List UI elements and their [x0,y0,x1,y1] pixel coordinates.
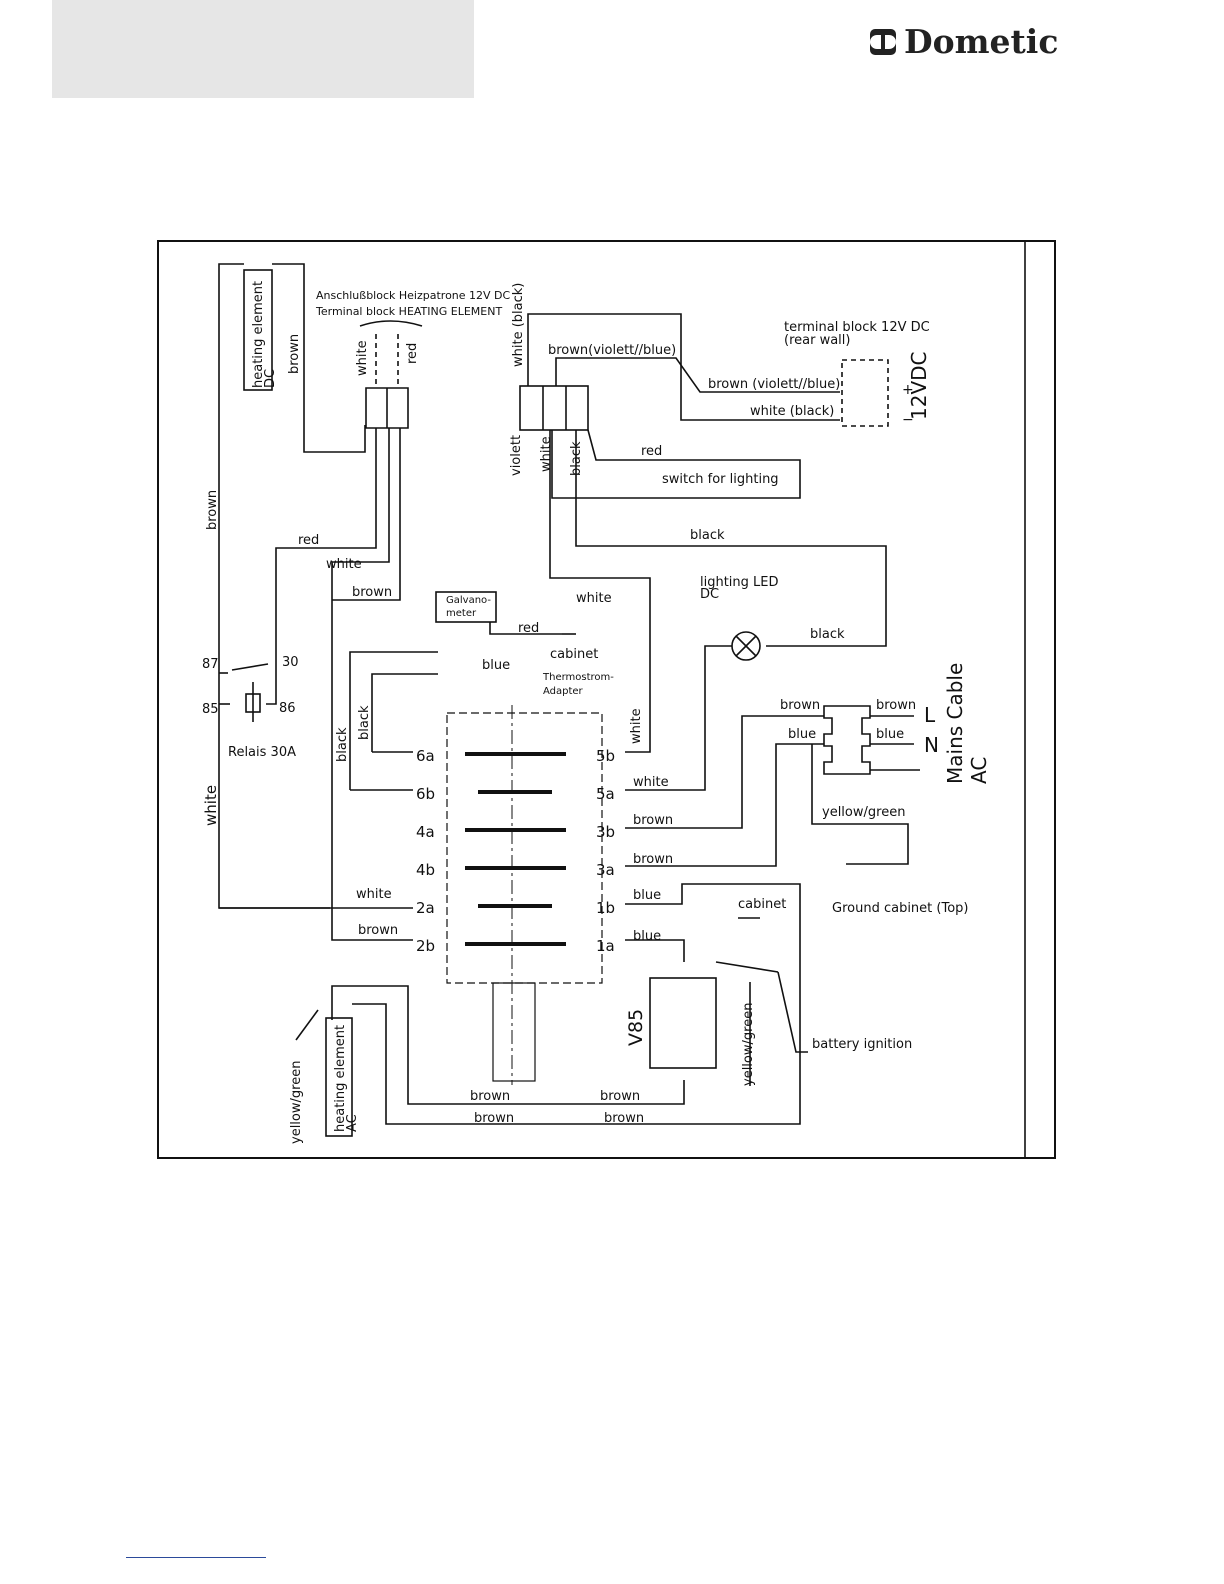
wire-label-brown-mains-in: brown [780,698,820,713]
relay-pin-85: 85 [202,702,219,717]
pin-4b: 4b [416,861,435,879]
pin-2a: 2a [416,899,435,917]
wire-label-brown-bottom-3: brown [474,1111,514,1126]
relay-pin-86: 86 [279,701,296,716]
wire-label-red-switch: red [641,444,662,459]
wire-label-black-6a: black [357,705,372,740]
terminal-12v-label: terminal block 12V DC [784,320,930,335]
terminal-block-title-de: Anschlußblock Heizpatrone 12V DC [316,289,511,302]
cabinet-label-2: cabinet [738,897,786,912]
wire-label-yellow-green-v85: yellow/green [741,1003,756,1086]
wire-label-yellow-green-mains: yellow/green [822,805,905,820]
wire-label-black-6b: black [335,727,350,762]
wire-label-brown-violett-blue: brown(violett//blue) [548,343,676,358]
terminal-12v-sublabel: (rear wall) [784,333,850,348]
cabinet-label-1: cabinet [550,647,598,662]
heating-dc-sublabel: DC [263,369,278,388]
brand-name: Dometic [904,22,1059,61]
wire-label-red-galvano: red [518,621,539,636]
neutral-label: N [924,733,939,757]
galvanometer-sublabel: meter [446,608,477,619]
wire-label-white-black: white (black) [511,283,526,367]
header-placeholder [52,0,474,98]
minus-sign: − [902,412,914,428]
lighting-led-sublabel: DC [700,587,719,602]
wire-label-blue-mains-out: blue [876,727,904,742]
wire-label-white-5a: white [633,775,669,790]
relay-pin-30: 30 [282,655,299,670]
relay-label: Relais 30A [228,745,296,760]
pin-6a: 6a [416,747,435,765]
wire-label-brown-mains-out: brown [876,698,916,713]
wire-label-blue-1a: blue [633,929,661,944]
brand: Dometic [870,22,1058,62]
battery-ignition-label: battery ignition [812,1037,912,1052]
wire-label-brown-bottom-4: brown [604,1111,644,1126]
wire-label-white-center: white [576,591,612,606]
thermo-adapter-sublabel: Adapter [543,686,584,697]
pin-4a: 4a [416,823,435,841]
heating-dc-label: heating element [251,281,266,388]
wire-label-white-block: white [539,436,554,472]
wire-label-blue-thermo: blue [482,658,510,673]
dometic-logo-icon [870,29,896,55]
v85-label: V85 [625,1009,647,1046]
pin-1b: 1b [596,899,615,917]
wire-label-violett: violett [509,435,524,476]
wire-label-black-led: black [810,627,845,642]
wire-label-brown-dc: brown [287,334,302,374]
wire-label-white-top: white [355,340,370,376]
pin-6b: 6b [416,785,435,803]
wire-label-brown-3b: brown [633,813,673,828]
wire-label-white: white [326,557,362,572]
pin-2b: 2b [416,937,435,955]
heating-ac-sublabel: AC [345,1114,360,1132]
wire-label-brown-left: brown [205,490,220,530]
wire-label-red: red [298,533,319,548]
wire-label-blue-mains-in: blue [788,727,816,742]
wire-label-blue-1b: blue [633,888,661,903]
pin-3b: 3b [596,823,615,841]
mains-cable-label: Mains Cable [943,663,967,784]
wire-label-brown-violett-blue-2: brown (violett//blue) [708,377,840,392]
wire-label-brown-bottom-1: brown [470,1089,510,1104]
live-label: L [924,703,936,727]
heating-ac-label: heating element [333,1025,348,1132]
wire-label-white-5b: white [629,708,644,744]
relay-pin-87: 87 [202,657,219,672]
switch-lighting-label: switch for lighting [662,472,779,487]
wire-label-brown: brown [352,585,392,600]
wire-label-yellow-green-ac: yellow/green [289,1061,304,1144]
pin-3a: 3a [596,861,615,879]
wire-label-brown-bottom-2: brown [600,1089,640,1104]
voltage-label: 12VDC [907,352,931,421]
pin-5a: 5a [596,785,615,803]
galvanometer-label: Galvano- [446,595,491,606]
wire-label-brown-2b: brown [358,923,398,938]
lighting-led-label: lighting LED [700,575,779,590]
wire-label-white-left: white [202,785,220,826]
wire-label-black-block: black [569,441,584,476]
mains-ac-label: AC [967,757,991,784]
wire-label-white-black-2: white (black) [750,404,834,419]
wire-label-brown-3a: brown [633,852,673,867]
plus-sign: + [902,382,914,398]
wire-label-black-top: black [690,528,725,543]
pin-1a: 1a [596,937,615,955]
pin-5b: 5b [596,747,615,765]
footer-link-underline [126,1557,266,1558]
terminal-block-title-en: Terminal block HEATING ELEMENT [315,305,502,318]
ground-cabinet-label: Ground cabinet (Top) [832,901,968,916]
thermo-adapter-label: Thermostrom- [542,672,614,683]
wire-label-white-2a: white [356,887,392,902]
wire-label-red-top: red [405,343,420,364]
